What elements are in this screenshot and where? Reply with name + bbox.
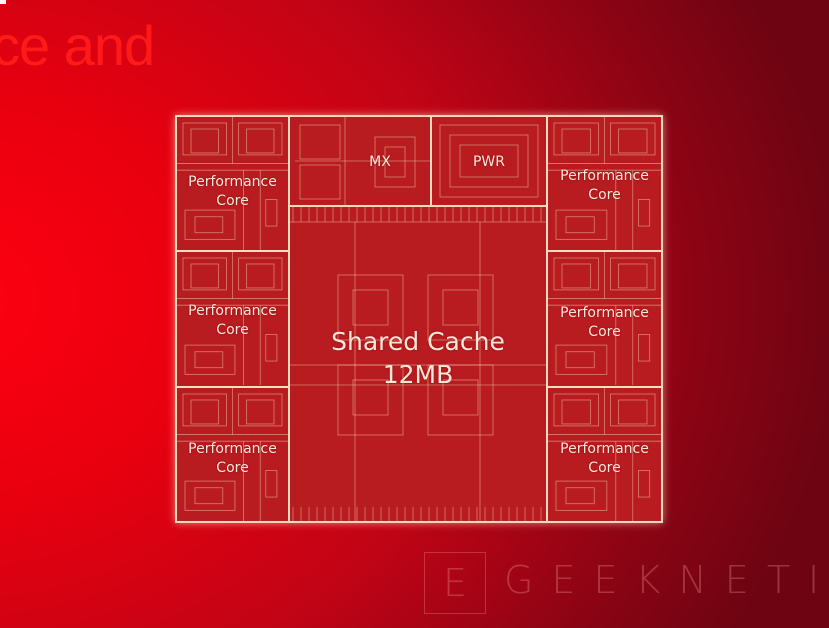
circuit-trace — [184, 209, 236, 240]
circuit-trace — [337, 364, 404, 436]
circuit-trace — [561, 399, 591, 425]
circuit-trace — [618, 128, 648, 154]
circuit-trace — [194, 351, 224, 369]
circuit-trace — [299, 164, 341, 200]
circuit-trace — [427, 274, 494, 341]
circuit-trace — [561, 263, 591, 289]
circuit-trace — [190, 263, 219, 289]
circuit-trace — [265, 199, 278, 227]
circuit-trace — [238, 257, 283, 291]
circuit-trace — [190, 399, 219, 425]
core-label: Performance Core — [188, 303, 277, 338]
circuit-trace — [553, 257, 599, 291]
circuit-trace — [265, 334, 278, 362]
circuit-trace — [565, 487, 595, 505]
slide-corner-mark — [0, 0, 6, 4]
watermark-logo: E — [424, 552, 486, 614]
circuit-trace — [182, 122, 227, 156]
mx-label: MX — [369, 154, 391, 170]
circuit-trace — [618, 263, 648, 289]
circuit-trace — [553, 393, 599, 427]
core-label: Performance Core — [560, 168, 649, 203]
circuit-trace — [610, 393, 656, 427]
circuit-trace — [194, 216, 224, 234]
circuit-trace — [246, 128, 275, 154]
slide-title-fragment: ce and — [0, 14, 155, 77]
circuit-trace — [246, 263, 275, 289]
circuit-trace — [561, 128, 591, 154]
circuit-trace — [337, 274, 404, 341]
circuit-trace — [565, 216, 595, 234]
circuit-lines — [177, 117, 661, 521]
circuit-trace — [194, 487, 224, 505]
circuit-trace — [427, 364, 494, 436]
circuit-trace — [555, 344, 608, 375]
circuit-trace — [637, 199, 651, 227]
circuit-trace — [184, 480, 236, 511]
circuit-trace — [190, 128, 219, 154]
circuit-trace — [610, 122, 656, 156]
circuit-trace — [299, 124, 341, 160]
circuit-trace — [352, 289, 389, 326]
circuit-trace — [246, 399, 275, 425]
circuit-trace — [439, 124, 539, 198]
circuit-trace — [238, 393, 283, 427]
circuit-trace — [442, 289, 479, 326]
circuit-trace — [265, 470, 278, 498]
core-label: Performance Core — [188, 441, 277, 476]
circuit-trace — [449, 134, 529, 188]
watermark-logo-letter: E — [442, 561, 467, 605]
circuit-trace — [459, 144, 519, 178]
circuit-trace — [565, 351, 595, 369]
circuit-trace — [352, 379, 389, 416]
pwr-block: PWR — [431, 116, 547, 206]
circuit-trace — [182, 257, 227, 291]
circuit-trace — [442, 379, 479, 416]
circuit-trace — [182, 393, 227, 427]
watermark-text: GEEKNETIC — [504, 558, 829, 602]
circuit-trace — [384, 146, 406, 178]
circuit-trace — [637, 334, 651, 362]
circuit-trace — [618, 399, 648, 425]
core-label: Performance Core — [560, 441, 649, 476]
shared-cache-block: Shared Cache 12MB — [289, 206, 547, 522]
circuit-trace — [374, 136, 416, 188]
circuit-trace — [555, 480, 608, 511]
core-label: Performance Core — [560, 305, 649, 340]
performance-core-left-2: Performance Core — [176, 251, 289, 387]
circuit-trace — [637, 470, 651, 498]
cache-name: Shared Cache — [331, 327, 505, 356]
circuit-trace — [555, 209, 608, 240]
circuit-trace — [238, 122, 283, 156]
circuit-trace — [553, 122, 599, 156]
chip-diagram: Performance Core Performance Core Perfor… — [175, 115, 663, 523]
geeknetic-watermark: E GEEKNETIC — [422, 548, 829, 620]
circuit-trace — [610, 257, 656, 291]
pwr-label: PWR — [472, 154, 505, 170]
core-label: Performance Core — [188, 174, 277, 209]
circuit-trace — [184, 344, 236, 375]
